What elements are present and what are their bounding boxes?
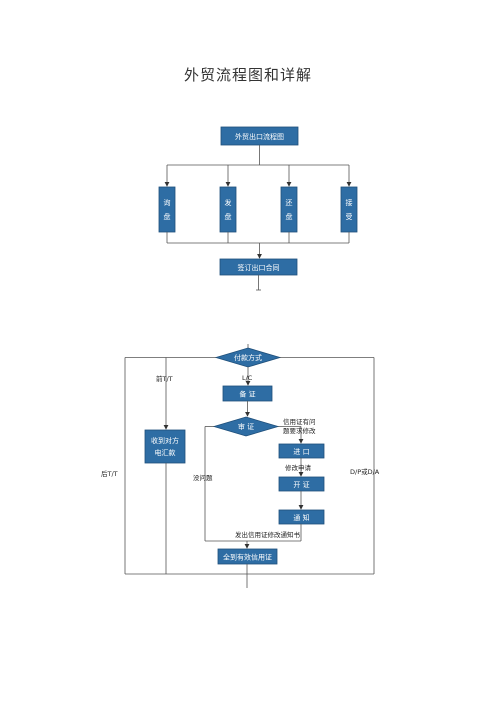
valid-lc-label: 全到有效信用证 <box>223 553 272 562</box>
step-offer-char2: 盘 <box>225 212 232 221</box>
step-accept-char2: 受 <box>346 212 353 221</box>
step-inquiry-char1: 询 <box>164 198 171 207</box>
issue-lc-label: 开 证 <box>293 481 309 489</box>
lc-issue-note-line1: 信用证有问 <box>283 417 316 426</box>
step-counter-offer-char2: 盘 <box>286 212 293 221</box>
lc-label: L/C <box>242 374 253 382</box>
amend-request-label: 修改申请 <box>285 463 312 472</box>
issue-lc-box <box>278 476 325 492</box>
amend-notice-label: 发出信用证修改通知书 <box>235 530 301 539</box>
review-lc-label: 审 证 <box>238 422 254 431</box>
no-problem-label: 没问题 <box>193 473 213 482</box>
step-counter-offer-char1: 还 <box>286 199 293 207</box>
import-label: 进 口 <box>293 448 309 456</box>
step-offer-char1: 发 <box>225 198 232 207</box>
dp-da-label: D/P或D/A <box>350 467 380 476</box>
export-flowchart-label: 外贸出口流程图 <box>235 132 284 141</box>
lc-issue-note-line2: 题要求修改 <box>283 426 316 435</box>
step-offer-box <box>219 186 237 233</box>
step-accept-char1: 接 <box>346 198 353 207</box>
notify-box <box>278 509 325 525</box>
post-tt-label: 后T/T <box>101 469 118 478</box>
step-inquiry-char2: 盘 <box>164 212 171 221</box>
received-remittance-line2: 电汇款 <box>155 448 176 457</box>
received-remittance-line1: 收到对方 <box>151 436 179 445</box>
pre-tt-label: 前T/T <box>156 374 173 383</box>
notify-label: 通 知 <box>293 513 309 522</box>
sign-contract-label: 签订出口合同 <box>238 263 280 272</box>
import-box <box>278 443 325 459</box>
prepare-goods-label: 备 证 <box>239 390 255 399</box>
payment-method-label: 付款方式 <box>234 353 262 362</box>
step-counter-offer-box <box>280 186 298 233</box>
step-accept-box <box>340 186 358 233</box>
valid-lc-box <box>217 548 278 565</box>
step-inquiry-box <box>158 186 176 233</box>
document-title: 外贸流程图和详解 <box>183 66 312 84</box>
received-remittance-box <box>144 429 186 464</box>
review-lc-decision <box>212 416 280 437</box>
